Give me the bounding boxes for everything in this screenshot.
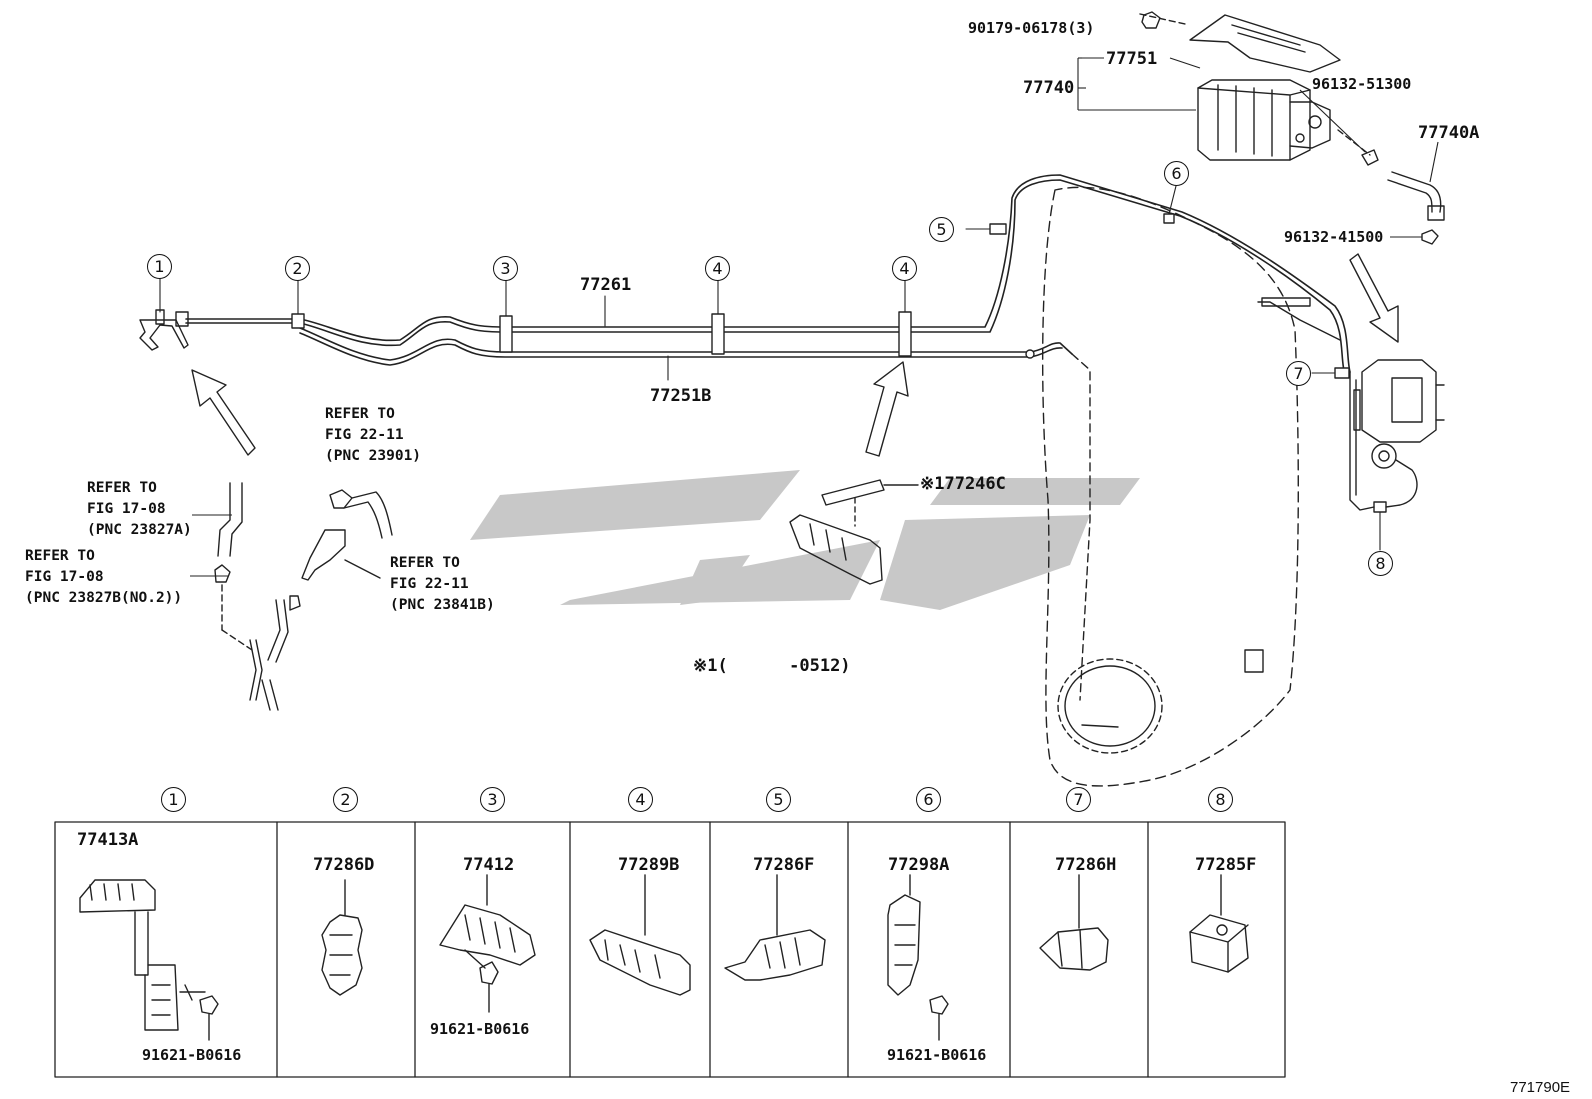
refer-note-pnc-23827a: REFER TO FIG 17-08 (PNC 23827A): [87, 480, 192, 538]
table-header-8: 8: [1208, 787, 1233, 812]
part-77289b-drawing: [589, 874, 691, 996]
callout-4a: 4: [705, 256, 730, 281]
part-77286h-drawing: [1039, 874, 1109, 971]
refer-note-pnc-23901: REFER TO FIG 22-11 (PNC 23901): [325, 406, 422, 464]
part-77286d-drawing: [321, 879, 363, 996]
optional-clip-assembly: [789, 479, 919, 585]
callout-3: 3: [493, 256, 518, 281]
callout-8: 8: [1368, 551, 1393, 576]
label-96132-41500: 96132-41500: [1284, 228, 1384, 246]
cell-part-77412: 77412: [463, 855, 515, 875]
table-header-1: 1: [161, 787, 186, 812]
arrow-to-clip-4: [865, 361, 909, 457]
cell-part-77286h: 77286H: [1055, 855, 1117, 875]
label-77251b: 77251B: [650, 386, 712, 406]
cell-part-77298a: 77298A: [888, 855, 950, 875]
cell-part-77286d: 77286D: [313, 855, 375, 875]
part-77285f-drawing: [1189, 874, 1249, 973]
cell-part-77413a: 77413A: [77, 830, 139, 850]
cell-bolt-3: 91621-B0616: [430, 1020, 530, 1038]
callout-4b: 4: [892, 256, 917, 281]
cell-part-77289b: 77289B: [618, 855, 680, 875]
table-header-2: 2: [333, 787, 358, 812]
fuel-line-77251b: [299, 327, 1073, 366]
part-77298a-drawing: [887, 874, 949, 1041]
label-77740: 77740: [1023, 78, 1075, 98]
figure-code: 771790E: [1510, 1079, 1571, 1096]
callout-2: 2: [285, 256, 310, 281]
callout-1: 1: [147, 254, 172, 279]
table-header-6: 6: [916, 787, 941, 812]
label-96132-51300: 96132-51300: [1312, 75, 1412, 93]
fuel-tank: [1041, 186, 1341, 787]
label-90179-06178: 90179-06178(3): [968, 19, 1095, 37]
arrow-to-canister-valve: [1349, 253, 1399, 343]
cell-bolt-6: 91621-B0616: [887, 1046, 987, 1064]
table-header-5: 5: [766, 787, 791, 812]
cell-part-77286f: 77286F: [753, 855, 815, 875]
callout-6: 6: [1164, 161, 1189, 186]
refer-hardware-left: [214, 482, 301, 711]
part-77286f-drawing: [724, 874, 826, 981]
cell-part-77285f: 77285F: [1195, 855, 1257, 875]
table-header-7: 7: [1066, 787, 1091, 812]
watermark: [470, 470, 1140, 610]
pump-module: [1349, 359, 1445, 511]
label-77751: 77751: [1106, 49, 1158, 69]
fuel-line-77261: [185, 174, 1351, 376]
note-serial-range: ※1( -0512): [693, 656, 851, 676]
arrow-to-clip-1: [191, 369, 256, 456]
refer-note-pnc-23827b: REFER TO FIG 17-08 (PNC 23827B(NO.2)): [25, 548, 183, 606]
table-header-3: 3: [480, 787, 505, 812]
label-77261: 77261: [580, 275, 632, 295]
callout-7: 7: [1286, 361, 1311, 386]
parts-table-frame: [54, 821, 1286, 1078]
cell-bolt-1: 91621-B0616: [142, 1046, 242, 1064]
left-connector: [139, 309, 189, 351]
hose-77740a: [1387, 171, 1445, 245]
refer-hardware-center: [301, 489, 393, 581]
callout-5: 5: [929, 217, 954, 242]
part-77412-drawing: [439, 874, 536, 1013]
label-177246c: ※177246C: [920, 474, 1006, 494]
table-header-4: 4: [628, 787, 653, 812]
part-77413a-drawing: [79, 879, 219, 1041]
leader-lines: [159, 185, 1381, 551]
refer-note-pnc-23841b: REFER TO FIG 22-11 (PNC 23841B): [390, 555, 495, 613]
label-77740a: 77740A: [1418, 123, 1480, 143]
charcoal-canister: [1139, 11, 1379, 166]
